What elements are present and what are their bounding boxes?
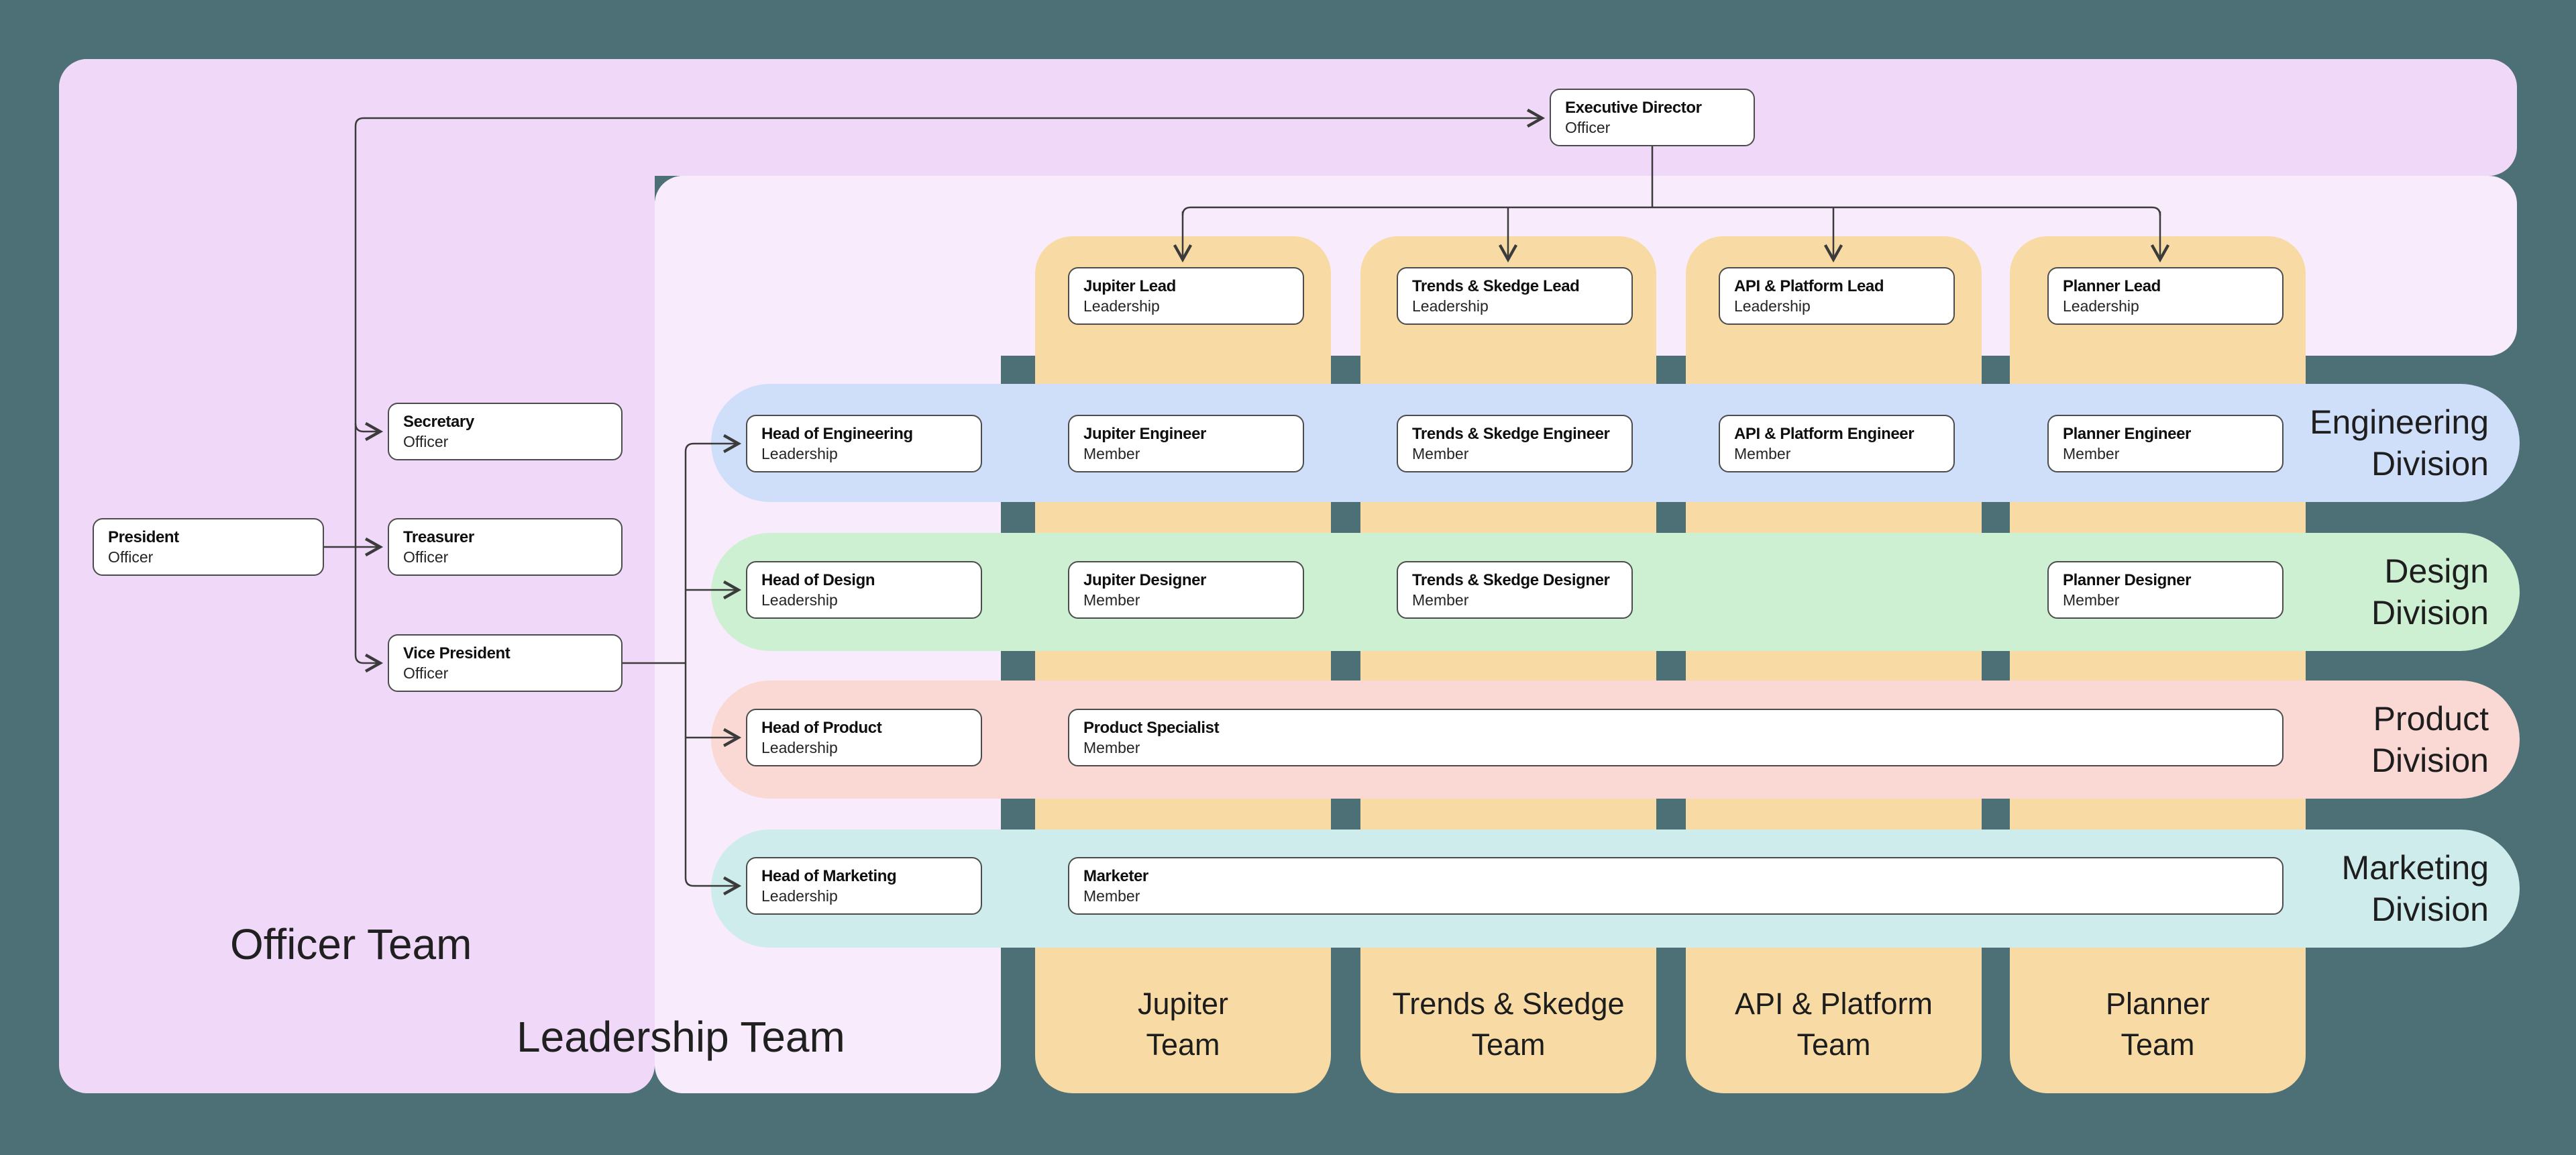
node-title: Head of Product [761, 719, 882, 737]
marketing-division-label: Marketing Division [2341, 847, 2489, 930]
node-subtitle: Member [1083, 445, 1140, 462]
node-subtitle: Member [1734, 445, 1791, 462]
planner-team-column [2010, 236, 2306, 1093]
node-subtitle: Leadership [2063, 297, 2139, 315]
node-subtitle: Member [1412, 591, 1469, 609]
org-node-planner-lead[interactable]: Planner Lead Leadership [2047, 267, 2284, 325]
node-title: Jupiter Lead [1083, 277, 1176, 295]
team-label-line1: Jupiter [1137, 987, 1229, 1021]
node-title: Head of Design [761, 571, 875, 589]
officer-team-region [59, 59, 655, 1093]
trends-skedge-team-column [1360, 236, 1656, 1093]
planner-team-label: Planner Team [2010, 983, 2306, 1065]
node-title: Executive Director [1565, 99, 1702, 117]
org-node-trends-skedge-lead[interactable]: Trends & Skedge Lead Leadership [1397, 267, 1633, 325]
org-node-planner-designer[interactable]: Planner Designer Member [2047, 561, 2284, 619]
node-title: Planner Designer [2063, 571, 2192, 589]
node-subtitle: Member [1083, 887, 1140, 905]
node-title: API & Platform Engineer [1734, 425, 1915, 443]
node-title: Marketer [1083, 867, 1148, 885]
api-platform-team-label: API & Platform Team [1686, 983, 1982, 1065]
node-subtitle: Officer [108, 548, 154, 566]
team-label-line2: Team [1471, 1027, 1546, 1062]
node-title: Head of Engineering [761, 425, 913, 443]
org-node-executive-director[interactable]: Executive Director Officer [1550, 89, 1755, 146]
node-title: API & Platform Lead [1734, 277, 1884, 295]
division-label-line2: Division [2371, 445, 2489, 483]
node-subtitle: Leadership [761, 591, 838, 609]
engineering-division-label: Engineering Division [2310, 401, 2489, 485]
node-subtitle: Member [1083, 591, 1140, 609]
node-subtitle: Officer [403, 433, 449, 450]
node-title: Treasurer [403, 528, 474, 546]
team-label-line1: Planner [2105, 987, 2210, 1021]
officer-team-label: Officer Team [230, 920, 472, 968]
org-node-vice-president[interactable]: Vice President Officer [388, 634, 623, 692]
org-node-head-of-design[interactable]: Head of Design Leadership [746, 561, 982, 619]
org-node-jupiter-designer[interactable]: Jupiter Designer Member [1068, 561, 1304, 619]
org-node-head-of-engineering[interactable]: Head of Engineering Leadership [746, 415, 982, 472]
node-title: Head of Marketing [761, 867, 897, 885]
team-label-line2: Team [1146, 1027, 1220, 1062]
node-title: Trends & Skedge Designer [1412, 571, 1610, 589]
org-node-marketer[interactable]: Marketer Member [1068, 857, 2284, 915]
node-title: Trends & Skedge Lead [1412, 277, 1580, 295]
api-platform-team-column [1686, 236, 1982, 1093]
jupiter-team-column [1035, 236, 1331, 1093]
org-node-trends-skedge-engineer[interactable]: Trends & Skedge Engineer Member [1397, 415, 1633, 472]
node-title: Product Specialist [1083, 719, 1220, 737]
team-label-line1: Trends & Skedge [1392, 987, 1625, 1021]
node-subtitle: Member [2063, 445, 2120, 462]
org-node-president[interactable]: President Officer [93, 518, 324, 576]
leadership-team-label: Leadership Team [517, 1013, 845, 1061]
node-title: Planner Engineer [2063, 425, 2191, 443]
node-subtitle: Leadership [761, 445, 838, 462]
node-subtitle: Leadership [1083, 297, 1160, 315]
node-subtitle: Officer [403, 664, 449, 682]
org-node-treasurer[interactable]: Treasurer Officer [388, 518, 623, 576]
node-subtitle: Leadership [761, 739, 838, 756]
jupiter-team-label: Jupiter Team [1035, 983, 1331, 1065]
org-node-jupiter-engineer[interactable]: Jupiter Engineer Member [1068, 415, 1304, 472]
org-node-api-platform-lead[interactable]: API & Platform Lead Leadership [1719, 267, 1955, 325]
division-label-line1: Marketing [2341, 849, 2489, 887]
node-subtitle: Leadership [761, 887, 838, 905]
division-label-line1: Engineering [2310, 403, 2489, 441]
node-subtitle: Member [2063, 591, 2120, 609]
node-title: Planner Lead [2063, 277, 2161, 295]
node-title: Jupiter Engineer [1083, 425, 1206, 443]
team-label-line1: API & Platform [1734, 987, 1933, 1021]
org-node-planner-engineer[interactable]: Planner Engineer Member [2047, 415, 2284, 472]
team-label-line2: Team [2121, 1027, 2195, 1062]
division-label-line1: Design [2384, 552, 2489, 590]
division-label-line2: Division [2371, 742, 2489, 779]
org-node-head-of-product[interactable]: Head of Product Leadership [746, 709, 982, 766]
node-subtitle: Leadership [1734, 297, 1811, 315]
org-node-api-platform-engineer[interactable]: API & Platform Engineer Member [1719, 415, 1955, 472]
org-node-trends-skedge-designer[interactable]: Trends & Skedge Designer Member [1397, 561, 1633, 619]
node-title: Jupiter Designer [1083, 571, 1206, 589]
product-division-label: Product Division [2371, 698, 2489, 781]
trends-skedge-team-label: Trends & Skedge Team [1360, 983, 1656, 1065]
node-subtitle: Officer [1565, 119, 1611, 136]
design-division-label: Design Division [2371, 550, 2489, 634]
node-subtitle: Member [1412, 445, 1469, 462]
node-title: Secretary [403, 413, 474, 431]
node-subtitle: Member [1083, 739, 1140, 756]
node-subtitle: Officer [403, 548, 449, 566]
org-node-jupiter-lead[interactable]: Jupiter Lead Leadership [1068, 267, 1304, 325]
org-node-product-specialist[interactable]: Product Specialist Member [1068, 709, 2284, 766]
node-title: President [108, 528, 179, 546]
division-label-line2: Division [2371, 891, 2489, 928]
division-label-line1: Product [2373, 700, 2489, 738]
team-label-line2: Team [1796, 1027, 1871, 1062]
node-subtitle: Leadership [1412, 297, 1489, 315]
node-title: Trends & Skedge Engineer [1412, 425, 1610, 443]
org-node-head-of-marketing[interactable]: Head of Marketing Leadership [746, 857, 982, 915]
division-label-line2: Division [2371, 594, 2489, 632]
org-node-secretary[interactable]: Secretary Officer [388, 403, 623, 460]
node-title: Vice President [403, 644, 511, 662]
